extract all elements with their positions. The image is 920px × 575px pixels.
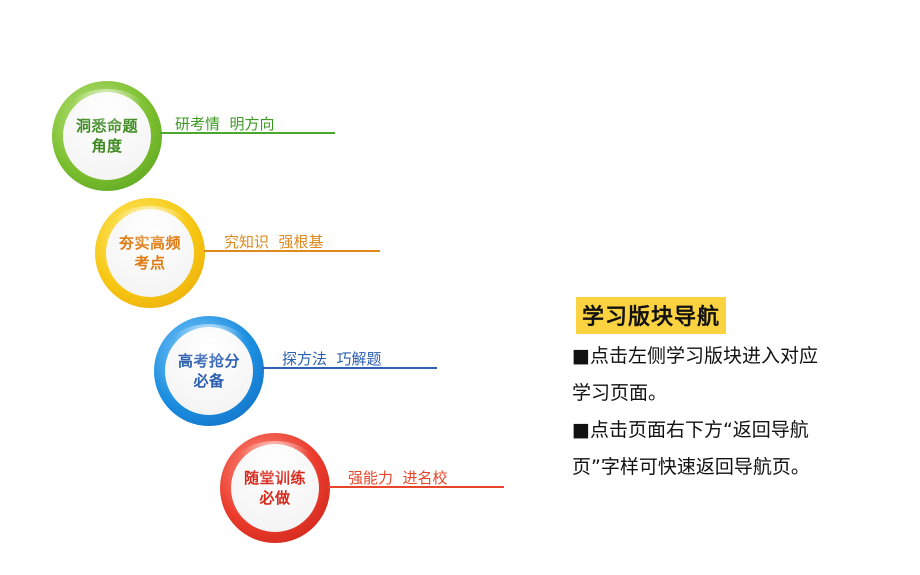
panel-line: 页”字样可快速返回导航页。 (572, 456, 810, 478)
panel-title: 学习版块导航 (576, 297, 727, 334)
nav-title: 洞悉命题 角度 (75, 117, 138, 155)
nav-title: 夯实高频 考点 (118, 234, 181, 272)
nav-underline (204, 250, 380, 252)
nav-circle-gaokao[interactable]: 高考抢分 必备 (154, 316, 264, 426)
panel-line: ■点击左侧学习版块进入对应 (572, 345, 818, 367)
nav-circle-hangshi[interactable]: 夯实高频 考点 (95, 198, 205, 308)
nav-underline (328, 486, 504, 488)
nav-title: 高考抢分 必备 (177, 352, 240, 390)
nav-underline (262, 367, 437, 369)
panel-line: ■点击页面右下方“返回导航 (572, 419, 809, 441)
nav-circle-dongxi[interactable]: 洞悉命题 角度 (52, 81, 162, 191)
nav-title: 随堂训练 必做 (243, 469, 306, 507)
nav-subtitle: 研考情 明方向 (175, 115, 275, 133)
nav-circle-suitang[interactable]: 随堂训练 必做 (220, 433, 330, 543)
nav-subtitle: 强能力 进名校 (348, 469, 448, 487)
nav-subtitle: 究知识 强根基 (224, 233, 324, 251)
panel-instructions: ■点击左侧学习版块进入对应 学习页面。 ■点击页面右下方“返回导航 页”字样可快… (572, 338, 872, 486)
nav-subtitle: 探方法 巧解题 (282, 350, 382, 368)
nav-underline (160, 132, 335, 134)
panel-line: 学习页面。 (572, 382, 668, 404)
